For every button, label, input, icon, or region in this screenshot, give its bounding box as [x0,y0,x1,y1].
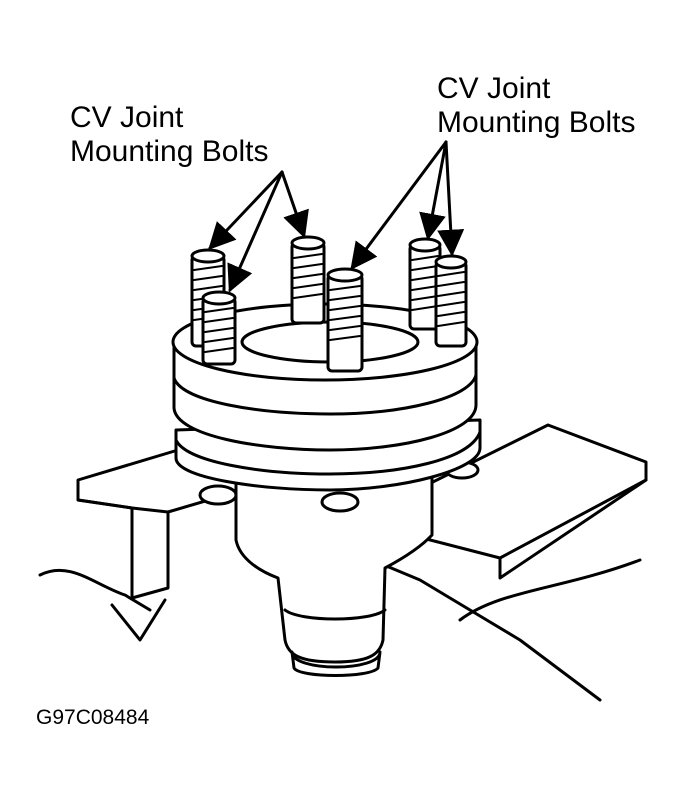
callout-right-line1: CV Joint [437,72,551,105]
bolt-front-left [201,290,237,366]
callout-label-right: CV Joint Mounting Bolts [437,72,635,140]
bolt-front-right [434,254,468,348]
leader-arrows-right [350,140,465,271]
bolt-front-center [326,267,364,373]
bolt-back-center [290,235,326,325]
figure-code: G97C08484 [36,706,150,729]
flange [171,302,482,492]
callout-left-line1: CV Joint [70,101,184,134]
leader-arrows-left [208,170,309,293]
callout-left-line2: Mounting Bolts [70,135,269,168]
callout-right-line2: Mounting Bolts [437,106,636,139]
callout-label-left: CV Joint Mounting Bolts [70,101,268,169]
